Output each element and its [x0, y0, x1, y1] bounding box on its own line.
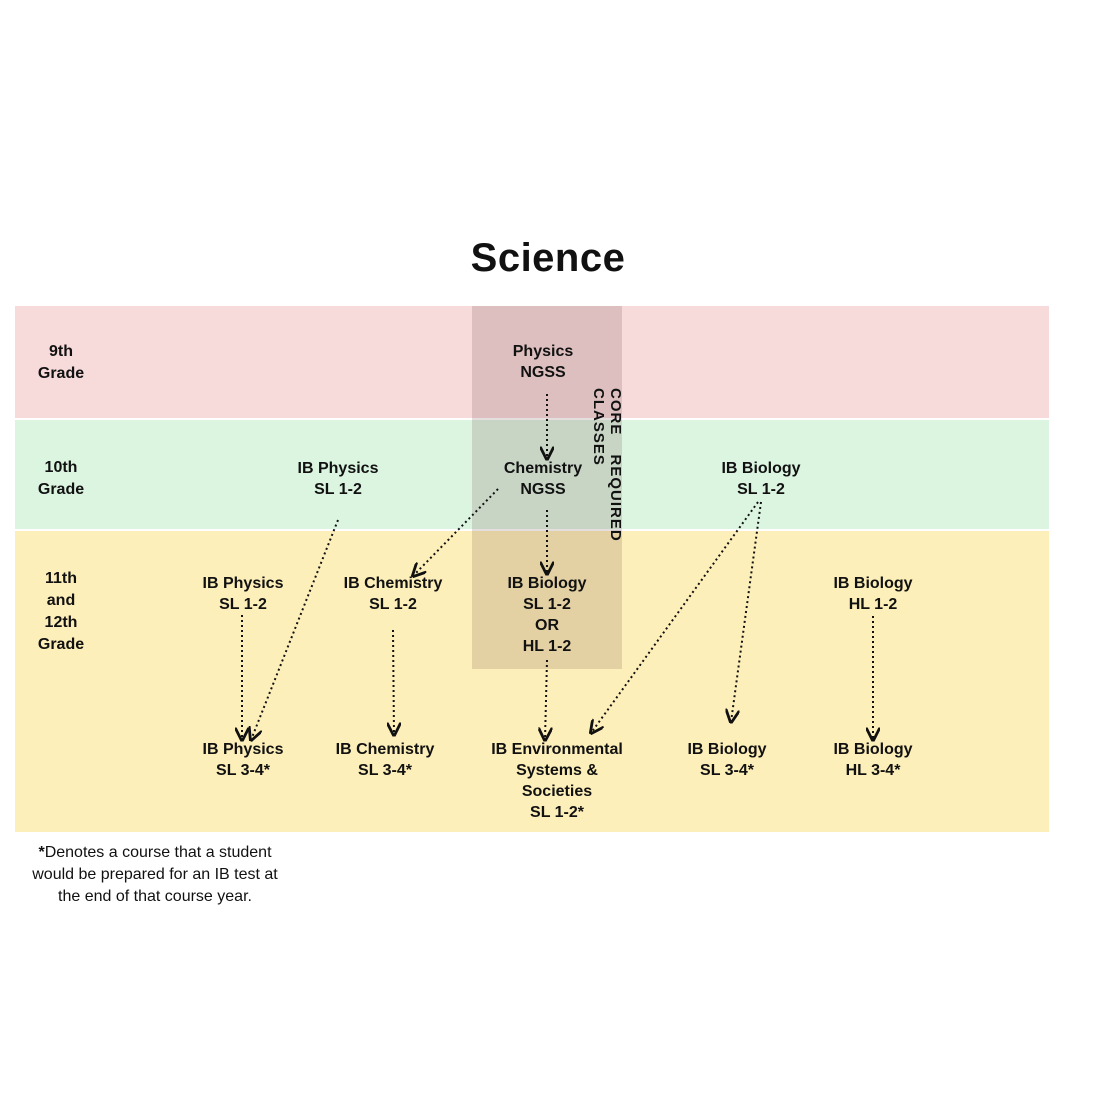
arrow-chemistry-to-ib-chemistry: [413, 488, 499, 576]
arrow-ib-chemistry-sl12-to-sl34: [393, 629, 394, 735]
core-required-column: [472, 306, 622, 669]
page-title: Science: [470, 236, 626, 280]
arrow-ib-biology-to-ess: [545, 659, 547, 740]
arrow-ib-biology10-to-ess: [591, 501, 759, 733]
grade-10-band: [15, 420, 1049, 529]
grade-label-11-12: 11th and 12th Grade: [37, 570, 85, 653]
core-required-label: CORE REQUIRED CLASSES: [590, 388, 624, 542]
grade-label-9: 9th Grade: [37, 343, 85, 382]
grade-9-band: [15, 306, 1049, 418]
grade-11-12-band: [15, 531, 1049, 832]
footnote: *Denotes a course that a student would b…: [32, 844, 278, 905]
grade-label-10: 10th Grade: [37, 459, 85, 498]
arrow-ib-physics10-to-ib-physics-sl34: [251, 519, 339, 740]
arrow-ib-biology10-to-biology-sl34: [731, 501, 762, 722]
